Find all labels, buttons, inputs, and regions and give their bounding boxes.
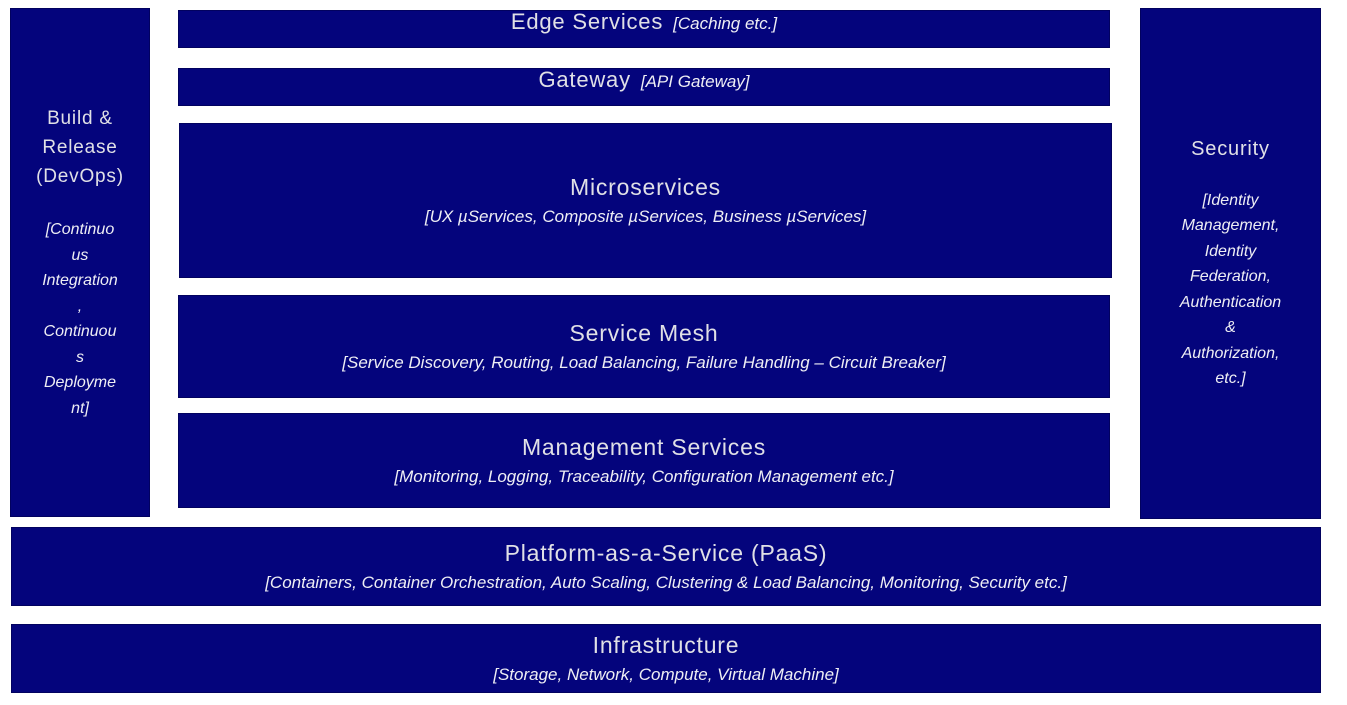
layer-microservices: Microservices [UX µServices, Composite µ… xyxy=(179,123,1112,278)
gateway-title: Gateway xyxy=(538,67,631,92)
service-mesh-title: Service Mesh xyxy=(569,319,719,346)
microservices-subtitle: [UX µServices, Composite µServices, Busi… xyxy=(424,206,867,226)
gateway-subtitle: [API Gateway] xyxy=(640,72,750,91)
layer-management-services: Management Services [Monitoring, Logging… xyxy=(178,413,1110,508)
infrastructure-subtitle: [Storage, Network, Compute, Virtual Mach… xyxy=(493,664,839,684)
layer-infrastructure: Infrastructure [Storage, Network, Comput… xyxy=(11,624,1321,693)
service-mesh-subtitle: [Service Discovery, Routing, Load Balanc… xyxy=(342,352,946,372)
edge-services-title: Edge Services xyxy=(510,9,664,34)
edge-services-subtitle: [Caching etc.] xyxy=(673,14,778,33)
infrastructure-title: Infrastructure xyxy=(592,631,740,658)
build-release-subtitle: [Continuo us Integration , Continuou s D… xyxy=(42,221,118,417)
layer-build-release: Build & Release (DevOps) [Continuo us In… xyxy=(10,8,150,517)
paas-title: Platform-as-a-Service (PaaS) xyxy=(504,539,828,566)
microservices-title: Microservices xyxy=(570,173,721,200)
layer-service-mesh: Service Mesh [Service Discovery, Routing… xyxy=(178,295,1110,398)
layer-gateway: Gateway [API Gateway] xyxy=(178,68,1110,106)
build-release-title: Build & Release (DevOps) xyxy=(36,108,124,187)
management-services-title: Management Services xyxy=(521,433,767,460)
management-services-subtitle: [Monitoring, Logging, Traceability, Conf… xyxy=(394,466,894,486)
security-subtitle: [Identity Management, Identity Federatio… xyxy=(1179,191,1282,388)
layer-paas: Platform-as-a-Service (PaaS) [Containers… xyxy=(11,527,1321,606)
layer-security: Security [Identity Management, Identity … xyxy=(1140,8,1321,519)
paas-subtitle: [Containers, Container Orchestration, Au… xyxy=(265,572,1067,592)
layer-edge-services: Edge Services [Caching etc.] xyxy=(178,10,1110,48)
security-title: Security xyxy=(1191,137,1270,160)
